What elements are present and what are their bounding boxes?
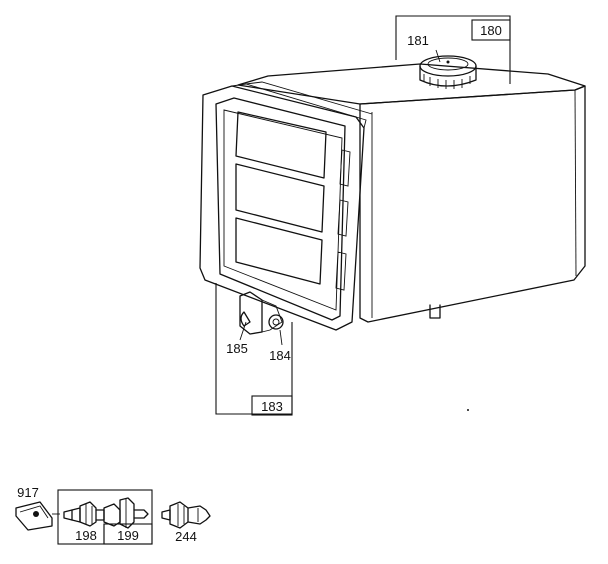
speck	[467, 409, 469, 411]
fitting-199	[103, 497, 149, 529]
callout-180: 180	[395, 15, 511, 84]
part-number-198: 198	[75, 528, 97, 543]
tank-bracket	[199, 81, 373, 335]
fitting-244: 244	[161, 501, 211, 544]
part-number-244: 244	[175, 529, 197, 544]
fitting-198	[63, 501, 105, 527]
fuel-tank	[237, 63, 586, 323]
leader-lines	[239, 49, 441, 346]
fittings-group: 198 199	[57, 489, 153, 545]
part-number-199: 199	[117, 528, 139, 543]
part-number-185: 185	[226, 341, 248, 356]
part-number-181: 181	[407, 33, 429, 48]
fuel-cap	[419, 55, 477, 89]
part-number-917: 917	[17, 485, 39, 500]
clip-part: 917	[15, 485, 60, 531]
part-number-183: 183	[261, 399, 283, 414]
part-number-184: 184	[269, 348, 291, 363]
mounting-hardware	[240, 311, 284, 330]
part-number-180: 180	[480, 23, 502, 38]
callout-183: 183	[215, 283, 293, 416]
